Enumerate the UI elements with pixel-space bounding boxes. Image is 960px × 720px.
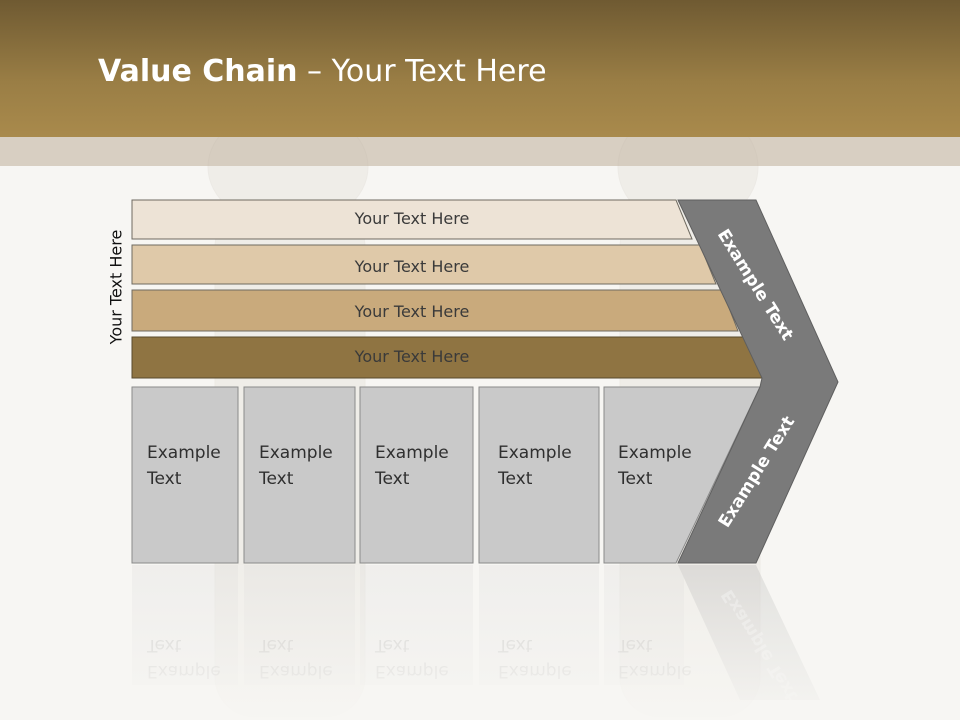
support-row-1-label: Your Text Here [354, 209, 470, 228]
activity-box-4 [478, 386, 600, 564]
support-row-1 [131, 199, 693, 240]
header-band [0, 137, 960, 166]
support-row-2 [131, 244, 717, 285]
box-3-line-1: Example [375, 443, 449, 463]
activity-box-2 [243, 386, 356, 564]
support-activities-label: Your Text Here [106, 229, 126, 345]
box-5-line-2: Text [618, 469, 653, 489]
box-3-line-2: Text [375, 469, 410, 489]
activity-box-5 [603, 386, 761, 564]
reflection-fade [0, 565, 960, 720]
box-5-line-1: Example [618, 443, 692, 463]
activity-box-3 [359, 386, 474, 564]
support-row-3 [131, 289, 739, 332]
box-2-line-2: Text [259, 469, 294, 489]
title-rest: – Your Text Here [297, 54, 547, 89]
box-1-line-2: Text [147, 469, 182, 489]
box-2-line-1: Example [259, 443, 333, 463]
slide-title: Value Chain – Your Text Here [98, 54, 547, 89]
support-row-3-label: Your Text Here [354, 302, 470, 321]
box-1-line-1: Example [147, 443, 221, 463]
box-4-line-1: Example [498, 443, 572, 463]
activity-box-1 [131, 386, 239, 564]
support-row-4-label: Your Text Here [354, 347, 470, 366]
title-bar: Value Chain – Your Text Here [0, 0, 960, 137]
margin-chevron [677, 199, 839, 564]
box-4-line-2: Text [498, 469, 533, 489]
support-row-2-label: Your Text Here [354, 257, 470, 276]
title-bold: Value Chain [98, 54, 298, 89]
